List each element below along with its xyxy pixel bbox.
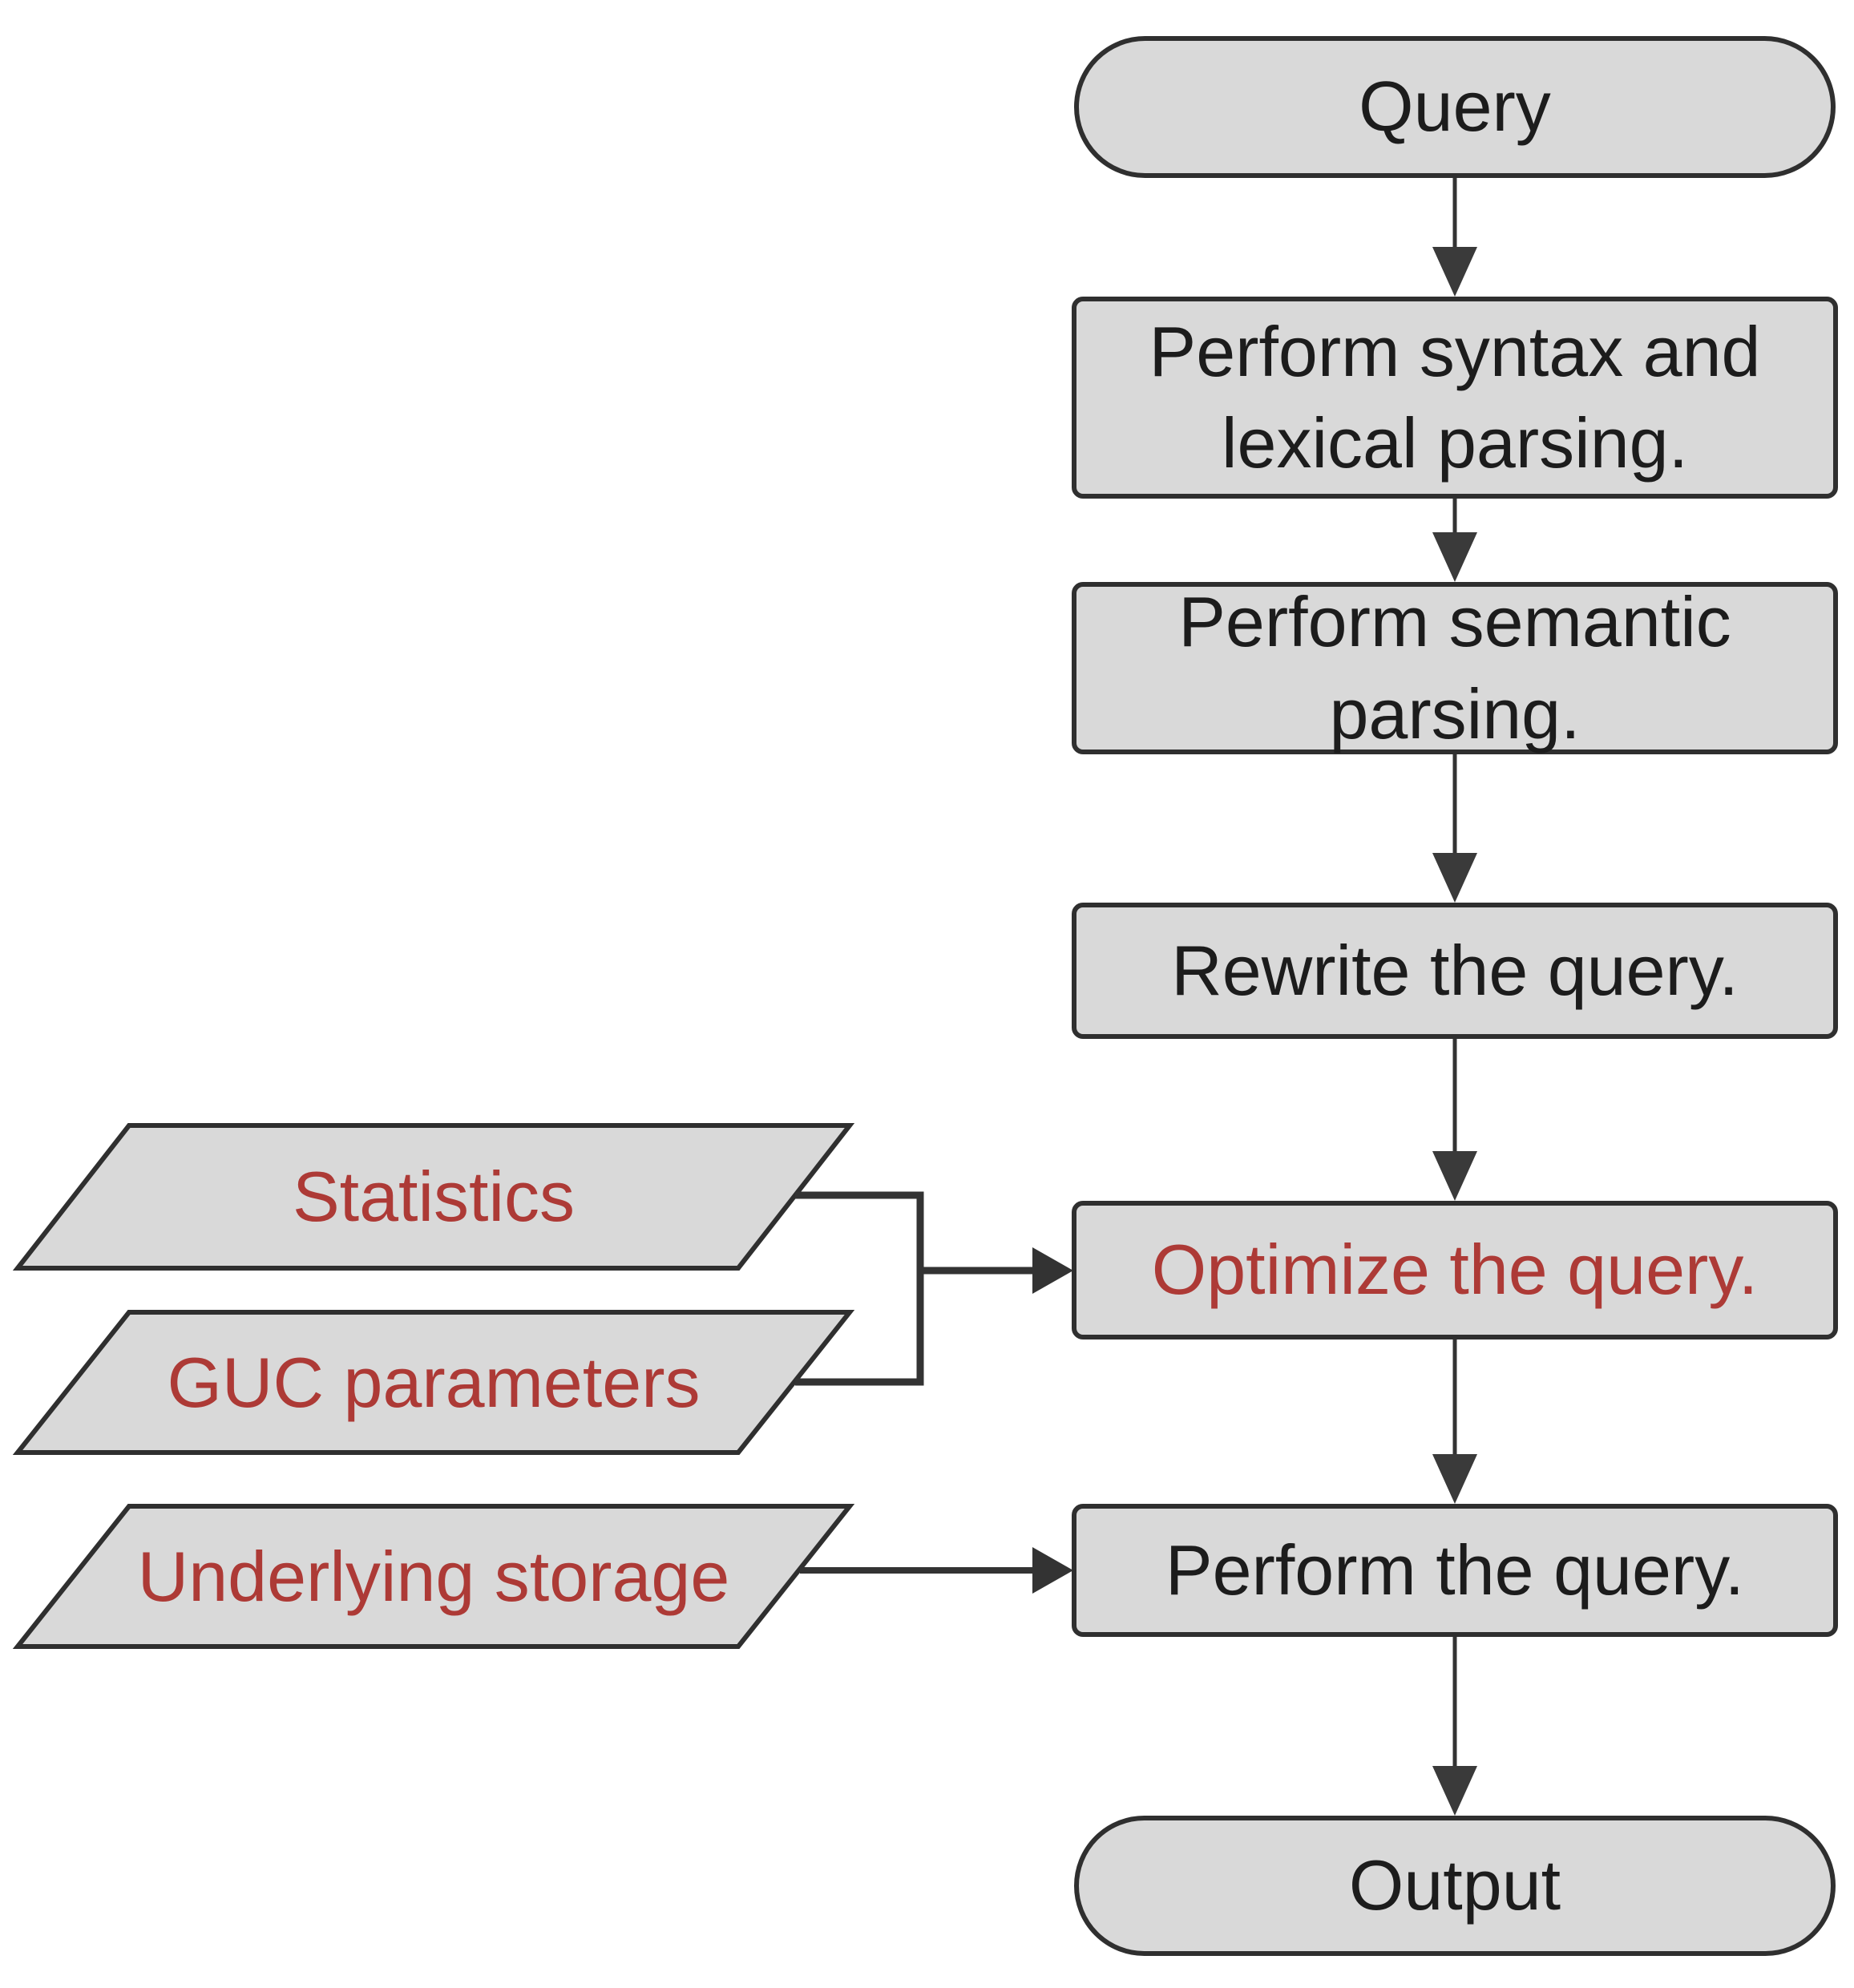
arrowhead-rewrite-optimize (1432, 1151, 1477, 1201)
arrowhead-semantic-rewrite (1432, 853, 1477, 903)
node-guc-parameters-label: GUC parameters (167, 1342, 701, 1422)
arrowhead-storage-perform (1032, 1547, 1073, 1594)
node-syntax-parsing-label: Perform syntax and lexical parsing. (1149, 311, 1761, 483)
node-optimize-query-label: Optimize the query. (1151, 1230, 1759, 1310)
node-guc-parameters-shape (12, 1310, 855, 1455)
node-query: Query (1074, 36, 1836, 178)
node-query-label: Query (1359, 67, 1551, 147)
edge-statistics-guc-junction (795, 1191, 924, 1386)
node-output-label: Output (1348, 1845, 1561, 1925)
node-statistics: Statistics (18, 1125, 850, 1268)
node-statistics-label: Statistics (292, 1157, 576, 1237)
node-semantic-parsing: Perform semantic parsing. (1072, 582, 1838, 754)
node-perform-query: Perform the query. (1072, 1504, 1838, 1637)
arrowhead-junction-optimize (1032, 1247, 1073, 1294)
arrowhead-perform-output (1432, 1766, 1477, 1816)
node-underlying-storage: Underlying storage (18, 1506, 850, 1647)
node-rewrite-query: Rewrite the query. (1072, 903, 1838, 1039)
node-guc-parameters: GUC parameters (18, 1312, 850, 1453)
node-output: Output (1074, 1816, 1836, 1956)
arrowhead-syntax-semantic (1432, 532, 1477, 582)
node-semantic-parsing-label: Perform semantic parsing. (1178, 582, 1731, 754)
node-perform-query-label: Perform the query. (1165, 1529, 1745, 1610)
arrowhead-query-syntax (1432, 247, 1477, 297)
node-underlying-storage-shape (12, 1504, 855, 1649)
arrowhead-optimize-perform (1432, 1454, 1477, 1504)
node-rewrite-query-label: Rewrite the query. (1171, 930, 1739, 1010)
node-syntax-parsing: Perform syntax and lexical parsing. (1072, 297, 1838, 499)
node-underlying-storage-label: Underlying storage (137, 1536, 730, 1616)
node-optimize-query: Optimize the query. (1072, 1201, 1838, 1339)
node-statistics-shape (12, 1123, 855, 1271)
